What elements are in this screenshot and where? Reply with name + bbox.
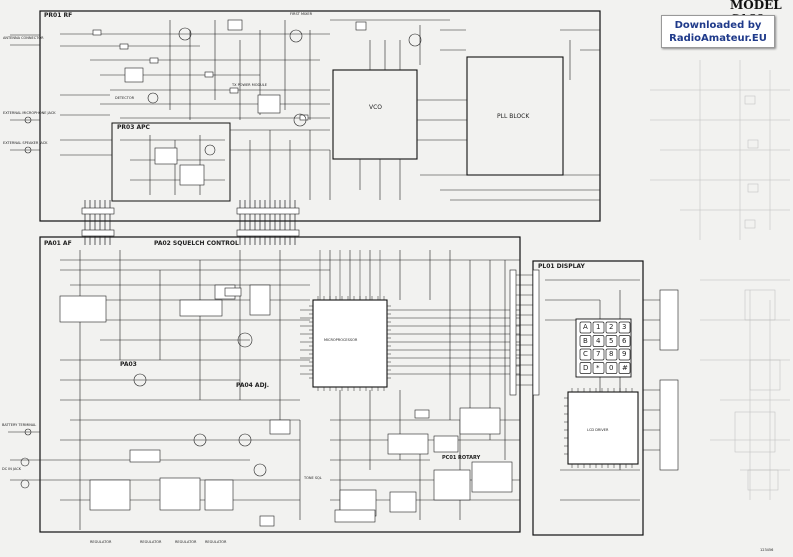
- keypad-key-label: 7: [596, 350, 601, 358]
- keypad-key-outline: [618, 362, 631, 374]
- volume-block-label: PA03: [120, 361, 137, 368]
- keypad-key-outline: [618, 348, 631, 361]
- squelch-block-label: PA02 SQUELCH CONTROL: [154, 240, 239, 247]
- keypad-key-label: B: [583, 336, 588, 345]
- keypad-key-outline: [618, 321, 631, 334]
- keypad-key-label: *: [596, 363, 600, 372]
- af-block-label: PA01 AF: [44, 240, 72, 247]
- dc-in-label: DC IN JACK: [2, 467, 22, 471]
- keypad-key-label: 8: [609, 350, 614, 358]
- rf-board-outline: [39, 10, 601, 222]
- keypad-key-label: C: [583, 350, 588, 358]
- power-module-label: TX POWER MODULE: [232, 83, 267, 87]
- rotary-block-label: PC01 ROTARY: [442, 455, 481, 461]
- apc-block-label: PR03 APC: [117, 124, 150, 131]
- vco-label: VCO: [369, 104, 383, 111]
- keypad-key-label: 1: [596, 323, 601, 331]
- keypad-key-outline: [605, 321, 618, 334]
- keypad-key-outline: [592, 362, 605, 374]
- ext-mic-label: EXTERNAL MICROPHONE JACK: [3, 111, 56, 115]
- antenna-label: ANTENNA CONNECTOR: [3, 36, 44, 40]
- detector-label: DETECTOR: [115, 96, 135, 100]
- regulator-label: REGULATOR: [90, 540, 112, 544]
- keypad-key-label: A: [583, 323, 588, 331]
- keypad-key-label: 3: [622, 323, 627, 331]
- regulator-label: REGULATOR: [175, 540, 197, 544]
- keypad-key-label: 9: [622, 350, 627, 358]
- keypad-key-label: D: [583, 363, 589, 372]
- keypad-key-label: 5: [609, 336, 614, 345]
- download-badge[interactable]: Downloaded by RadioAmateur.EU: [661, 15, 775, 48]
- keypad-key-label: 4: [596, 336, 601, 345]
- apc-board-outline: [111, 122, 231, 202]
- regulator-label: REGULATOR: [205, 540, 227, 544]
- keypad-key-outline: [579, 335, 592, 347]
- footnote-code: 123456: [760, 548, 774, 552]
- keypad-key-outline: [618, 335, 631, 347]
- keypad-key-label: #: [622, 363, 628, 372]
- rf-block-label: PR01 RF: [44, 12, 73, 19]
- keypad-key-outline: [605, 362, 618, 374]
- adj-block-label: PA04 ADJ.: [236, 382, 270, 389]
- keypad-key-outline: [592, 335, 605, 347]
- keypad-key-outline: [605, 335, 618, 347]
- display-block-label: PL01 DISPLAY: [538, 263, 585, 270]
- keypad-key-outline: [592, 348, 605, 361]
- display-board-outline: [532, 260, 644, 536]
- ext-speaker-label: EXTERNAL SPEAKER JACK: [3, 141, 48, 145]
- keypad-key-label: 6: [622, 336, 627, 345]
- keypad-key-label: 2: [609, 323, 614, 331]
- battery-label: BATTERY TERMINAL: [2, 423, 37, 427]
- regulator-label: REGULATOR: [140, 540, 162, 544]
- badge-line-1: Downloaded by: [674, 20, 762, 31]
- keypad-key-outline: [579, 362, 592, 374]
- keypad-key-outline: [579, 321, 592, 334]
- lcd-driver-label: LCD DRIVER: [587, 428, 609, 432]
- badge-line-2: RadioAmateur.EU: [669, 33, 767, 44]
- keypad-key-outline: [592, 321, 605, 334]
- first-mixer-label: FIRST MIXER: [290, 12, 313, 16]
- keypad-key-outline: [579, 348, 592, 361]
- keypad-key-label: 0: [609, 363, 614, 372]
- pll-block-label: PLL BLOCK: [497, 113, 530, 120]
- mcu-label: MICROPROCESSOR: [324, 338, 358, 342]
- tone-block-label: TONE SQL: [304, 476, 322, 480]
- keypad-key-outline: [605, 348, 618, 361]
